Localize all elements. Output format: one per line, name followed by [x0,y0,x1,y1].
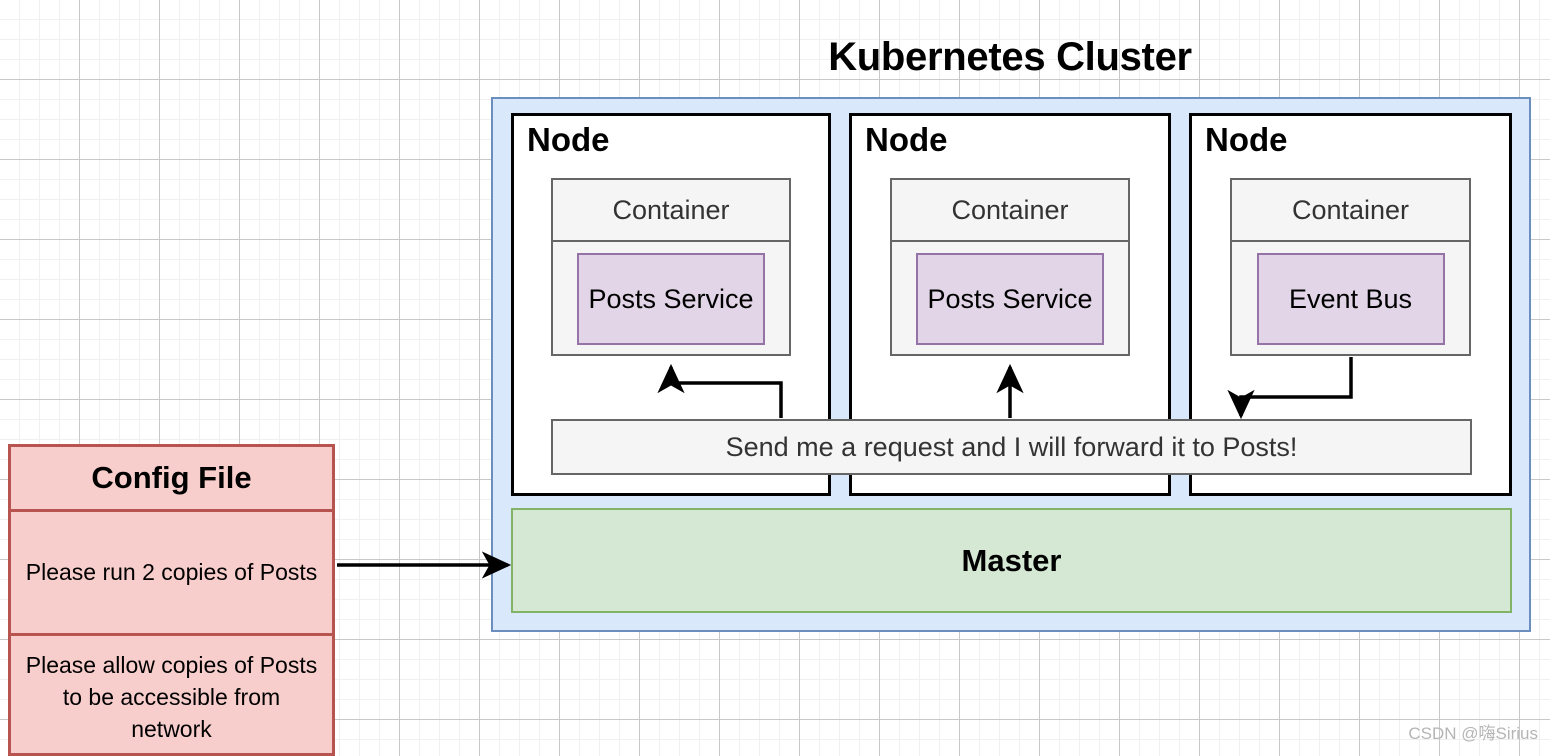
message-bar: Send me a request and I will forward it … [551,419,1472,475]
node-label-3: Node [1205,121,1288,158]
service-box-event-bus[interactable]: Event Bus [1256,253,1445,345]
config-file-row-1: Please run 2 copies of Posts [11,512,332,636]
container-box-3[interactable]: Container Event Bus [1230,178,1471,356]
container-body-3: Event Bus [1232,242,1469,356]
config-file-box[interactable]: Config File Please run 2 copies of Posts… [8,444,335,756]
container-header-1: Container [553,180,789,242]
master-box[interactable]: Master [511,508,1512,613]
config-file-row-2: Please allow copies of Posts to be acces… [25,652,318,742]
node-label-2: Node [865,121,948,158]
service-box-posts-1[interactable]: Posts Service [577,253,765,345]
node-label-1: Node [527,121,610,158]
service-box-posts-2[interactable]: Posts Service [916,253,1104,345]
config-file-title: Config File [11,447,332,512]
container-box-1[interactable]: Container Posts Service [551,178,791,356]
container-box-2[interactable]: Container Posts Service [890,178,1130,356]
watermark: CSDN @嗨Sirius [1408,724,1538,743]
container-body-1: Posts Service [553,242,789,356]
page-title: Kubernetes Cluster [828,35,1192,79]
container-header-3: Container [1232,180,1469,242]
container-body-2: Posts Service [892,242,1128,356]
container-header-2: Container [892,180,1128,242]
